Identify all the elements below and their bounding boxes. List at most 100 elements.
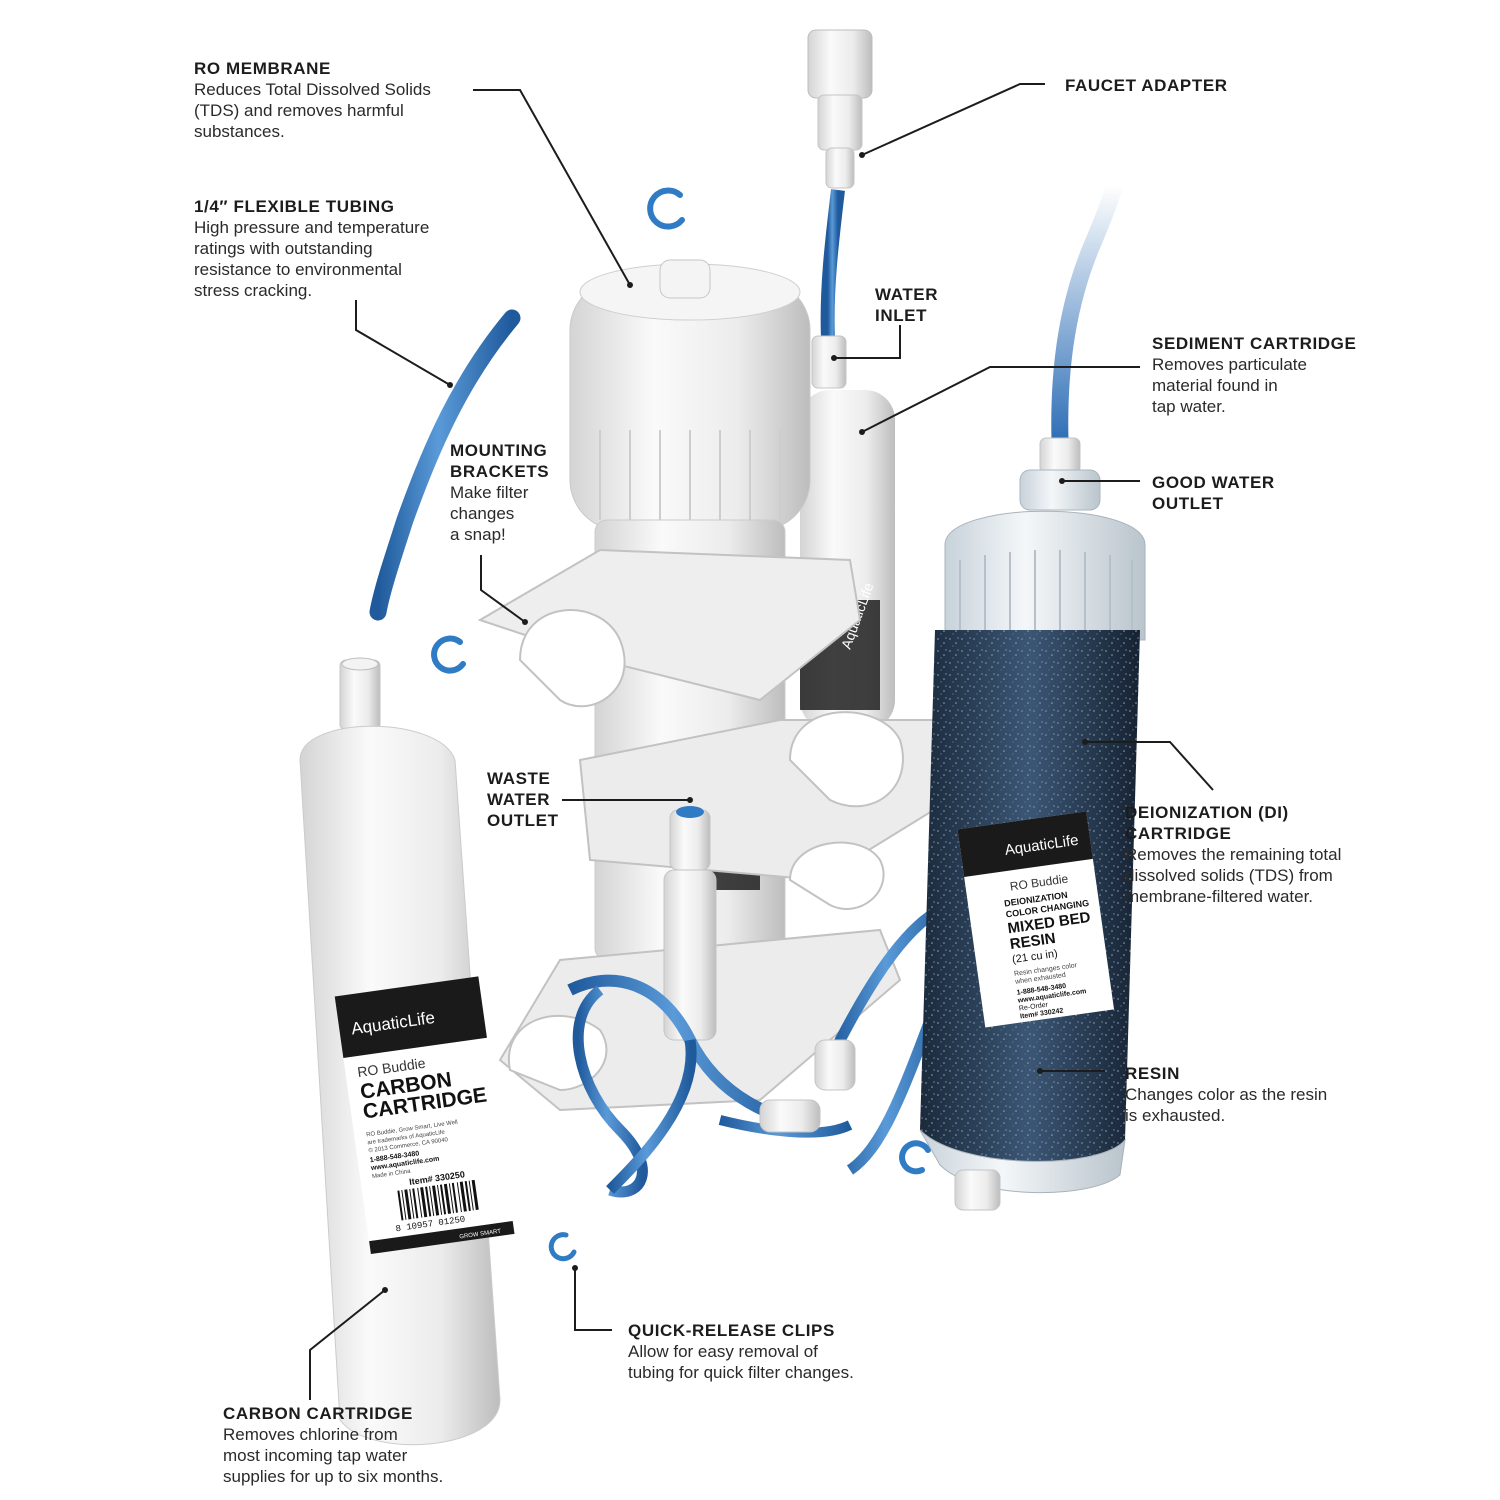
flexible-tubing-title: 1/4″ FLEXIBLE TUBING <box>194 197 395 216</box>
clips-desc-line: Allow for easy removal of <box>628 1342 818 1361</box>
mounting-brackets-desc-line: changes <box>450 504 515 523</box>
leader-dot <box>572 1265 578 1271</box>
leader-dot <box>627 282 633 288</box>
leader-mounting-brackets <box>480 555 526 623</box>
leader-carbon <box>309 1289 386 1400</box>
quick-release-clip <box>431 635 466 674</box>
barcode <box>397 1179 479 1221</box>
leader-dot <box>859 429 865 435</box>
callout-faucet-adapter: FAUCET ADAPTER <box>1065 75 1228 96</box>
waste-water-title-line: WATER <box>487 790 551 809</box>
leader-sediment <box>861 366 1140 433</box>
leader-flexible-tubing <box>355 300 451 386</box>
clips-title: QUICK-RELEASE CLIPS <box>628 1321 835 1340</box>
quick-release-clip <box>899 1140 931 1175</box>
di-desc-line: Removes the remaining total <box>1125 845 1342 864</box>
good-water-title-line: GOOD WATER <box>1152 473 1275 492</box>
waste-water-outlet-fitting <box>663 806 717 1041</box>
clips-desc-line: tubing for quick filter changes. <box>628 1363 854 1382</box>
di-title-line: DEIONIZATION (DI) <box>1125 803 1289 822</box>
callout-good-water-outlet: GOOD WATER OUTLET <box>1152 472 1275 514</box>
sediment-desc-line: tap water. <box>1152 397 1226 416</box>
leader-dot <box>1082 739 1088 745</box>
quick-release-clip <box>647 187 685 230</box>
sediment-desc-line: material found in <box>1152 376 1278 395</box>
di-desc-line: dissolved solids (TDS) from <box>1125 866 1333 885</box>
carbon-title: CARBON CARTRIDGE <box>223 1404 413 1423</box>
leader-dot <box>382 1287 388 1293</box>
leader-dot <box>831 355 837 361</box>
carbon-cartridge: AquaticLife RO Buddie CARBON CARTRIDGE R… <box>299 657 515 1446</box>
di-cartridge: AquaticLife RO Buddie DEIONIZATION COLOR… <box>919 437 1146 1211</box>
mounting-brackets-title-line: MOUNTING <box>450 441 548 460</box>
mounting-brackets-title-line: BRACKETS <box>450 462 550 481</box>
water-inlet-fitting <box>811 335 847 389</box>
callout-di-cartridge: DEIONIZATION (DI) CARTRIDGE Removes the … <box>1125 802 1341 907</box>
quick-release-clip <box>548 1232 577 1262</box>
waste-water-title-line: OUTLET <box>487 811 559 830</box>
callout-resin: RESIN Changes color as the resin is exha… <box>1125 1063 1327 1126</box>
sediment-title: SEDIMENT CARTRIDGE <box>1152 334 1357 353</box>
tube-elbow-fitting <box>814 1039 856 1091</box>
loose-tubing <box>369 309 521 621</box>
connecting-tubing <box>572 985 648 1198</box>
callout-quick-release-clips: QUICK-RELEASE CLIPS Allow for easy remov… <box>628 1320 854 1383</box>
callout-carbon-cartridge: CARBON CARTRIDGE Removes chlorine from m… <box>223 1403 443 1487</box>
di-title-line: CARTRIDGE <box>1125 824 1232 843</box>
leader-dot <box>447 382 453 388</box>
ro-membrane-desc-line: (TDS) and removes harmful <box>194 101 404 120</box>
flexible-tubing-desc-line: resistance to environmental <box>194 260 402 279</box>
sediment-desc-line: Removes particulate <box>1152 355 1307 374</box>
carbon-label-origin: Made in China <box>372 1169 412 1180</box>
leader-dot <box>522 619 528 625</box>
good-water-title-line: OUTLET <box>1152 494 1224 513</box>
faucet-adapter-title: FAUCET ADAPTER <box>1065 76 1228 95</box>
mounting-bracket-upper <box>477 548 862 708</box>
leader-dot <box>1037 1068 1043 1074</box>
leader-dot <box>1059 478 1065 484</box>
faucet-adapter <box>807 29 873 189</box>
callout-flexible-tubing: 1/4″ FLEXIBLE TUBING High pressure and t… <box>194 196 429 301</box>
leader-di <box>1085 741 1214 791</box>
connecting-tubing <box>606 1039 697 1194</box>
carbon-desc-line: Removes chlorine from <box>223 1425 398 1444</box>
leader-clips <box>574 1268 612 1331</box>
leader-dot <box>687 797 693 803</box>
leader-dot <box>859 152 865 158</box>
callout-mounting-brackets: MOUNTING BRACKETS Make filter changes a … <box>450 440 549 545</box>
ro-membrane-desc-line: Reduces Total Dissolved Solids <box>194 80 431 99</box>
callout-sediment-cartridge: SEDIMENT CARTRIDGE Removes particulate m… <box>1152 333 1356 417</box>
ro-membrane-desc-line: substances. <box>194 122 285 141</box>
callout-waste-water-outlet: WASTE WATER OUTLET <box>487 768 559 831</box>
water-inlet-title-line: WATER <box>875 285 939 304</box>
carbon-desc-line: most incoming tap water <box>223 1446 408 1465</box>
resin-title: RESIN <box>1125 1064 1180 1083</box>
flexible-tubing-desc-line: High pressure and temperature <box>194 218 430 237</box>
callout-ro-membrane: RO MEMBRANE Reduces Total Dissolved Soli… <box>194 58 431 142</box>
leader-water-inlet <box>834 325 901 359</box>
leader-ro-membrane <box>473 89 631 286</box>
tube-elbow-fitting <box>759 1099 821 1133</box>
leader-lines <box>309 83 1214 1400</box>
leader-faucet-adapter <box>861 83 1045 156</box>
flexible-tubing-desc-line: stress cracking. <box>194 281 313 300</box>
carbon-label: AquaticLife RO Buddie CARBON CARTRIDGE R… <box>334 976 515 1255</box>
di-label: AquaticLife RO Buddie DEIONIZATION COLOR… <box>957 811 1115 1028</box>
carbon-desc-line: supplies for up to six months. <box>223 1467 444 1486</box>
leader-dots <box>382 152 1088 1293</box>
ro-membrane-title: RO MEMBRANE <box>194 59 331 78</box>
mounting-brackets-desc-line: a snap! <box>450 525 506 544</box>
di-desc-line: membrane-filtered water. <box>1125 887 1314 906</box>
resin-desc-line: is exhausted. <box>1125 1106 1226 1125</box>
flexible-tubing-desc-line: ratings with outstanding <box>194 239 373 258</box>
waste-water-title-line: WASTE <box>487 769 551 788</box>
outlet-tubing <box>1051 176 1124 449</box>
inlet-tubing <box>820 189 845 339</box>
mounting-brackets-desc-line: Make filter <box>450 483 529 502</box>
water-inlet-title-line: INLET <box>875 306 928 325</box>
di-label-reorder: Re-Order <box>1019 1001 1050 1012</box>
callout-water-inlet: WATER INLET <box>875 284 938 326</box>
carbon-label-footer: GROW SMART <box>459 1229 502 1241</box>
resin-desc-line: Changes color as the resin <box>1125 1085 1328 1104</box>
